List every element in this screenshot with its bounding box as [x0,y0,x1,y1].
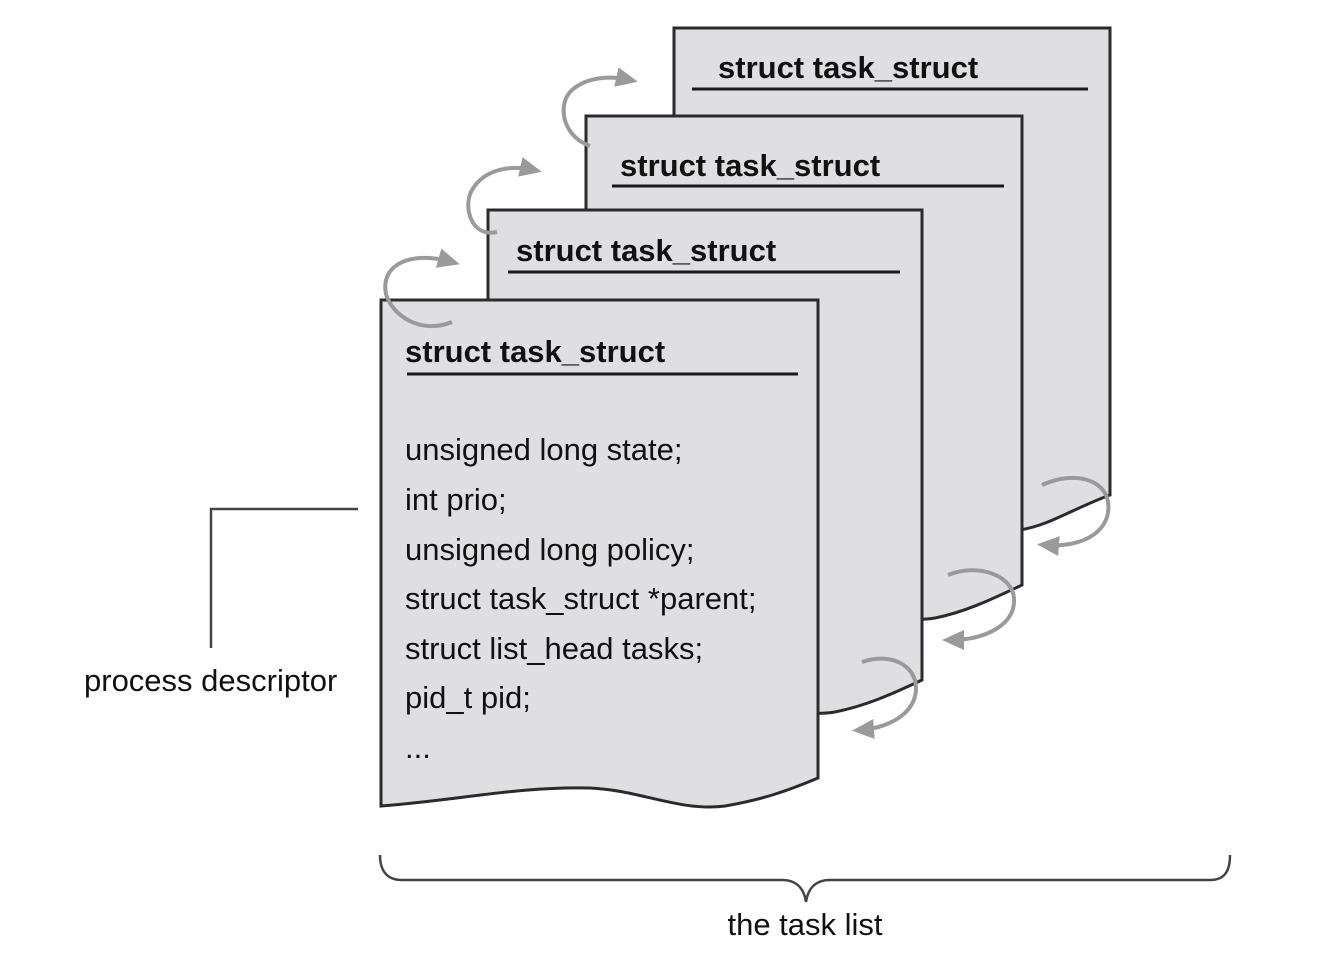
field-prio: int prio; [405,482,507,517]
task-struct-node-1: struct task_struct unsigned long state; … [379,298,820,809]
process-descriptor-label: process descriptor [84,663,337,698]
field-parent: struct task_struct *parent; [405,581,756,616]
field-ellipsis: ... [405,730,431,765]
task-list-label: the task list [727,907,882,942]
prev-link-arrow-3 [852,656,919,739]
process-descriptor-callout [209,507,358,648]
field-state: unsigned long state; [405,432,683,467]
node-title: struct task_struct [405,334,665,369]
node-title: struct task_struct [516,233,776,268]
field-pid: pid_t pid; [405,680,531,715]
field-policy: unsigned long policy; [405,532,695,567]
field-tasks: struct list_head tasks; [405,631,703,666]
next-link-arrow-1 [383,248,460,329]
next-link-arrow-3 [561,67,638,148]
next-link-arrow-2 [466,157,542,235]
node-title: struct task_struct [620,148,880,183]
page-shape [379,298,820,809]
prev-link-arrow-1 [1037,475,1111,557]
node-title: struct task_struct [718,50,978,85]
prev-link-arrow-2 [942,568,1017,650]
task-list-brace [378,854,1232,903]
